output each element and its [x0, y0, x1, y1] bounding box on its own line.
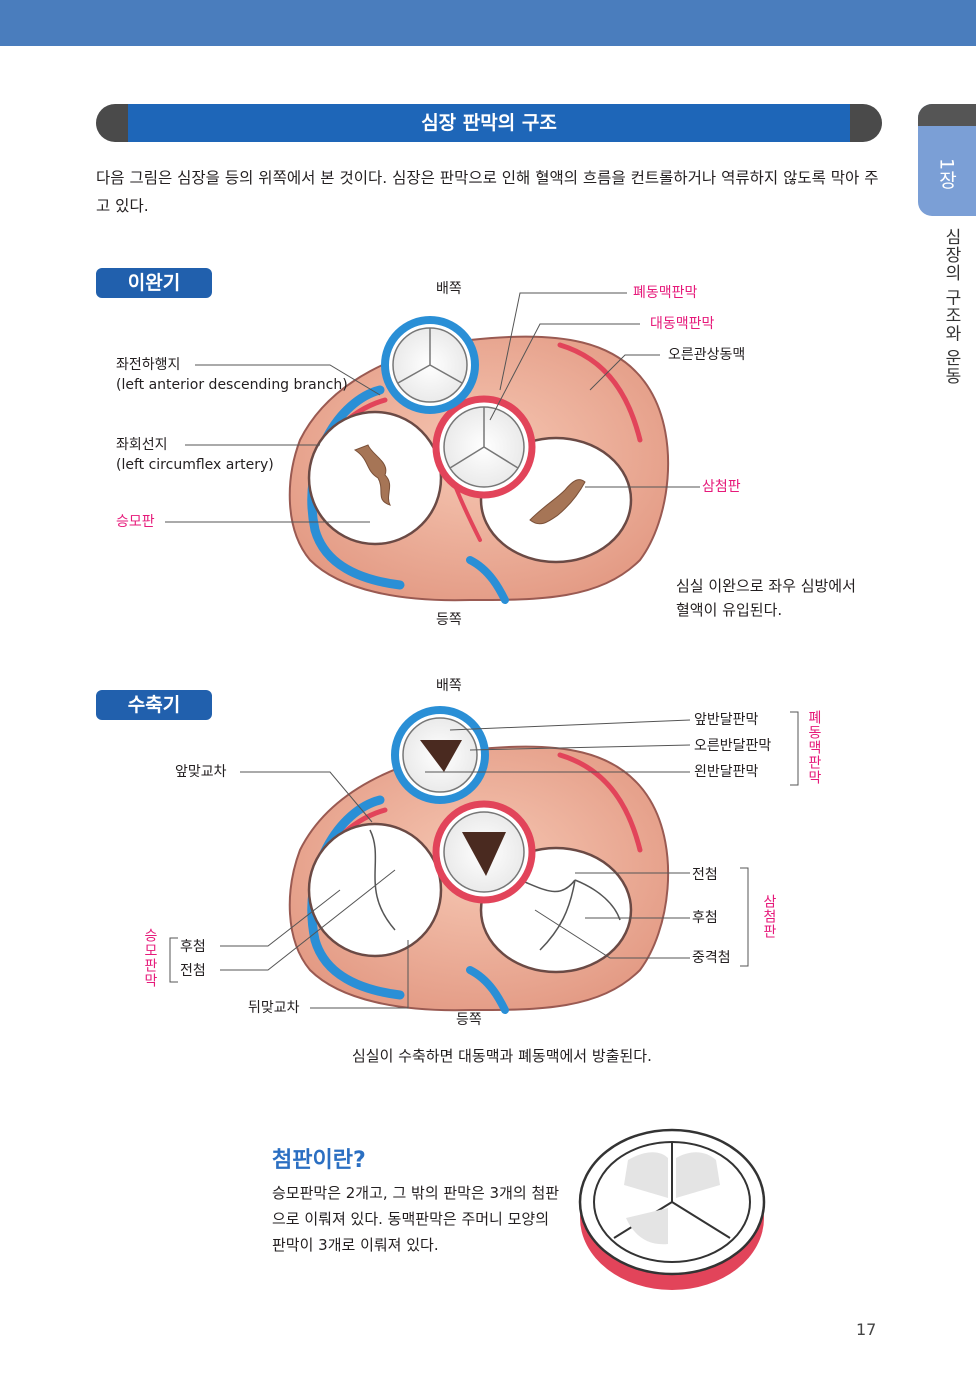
- diastole-leader-lines: [165, 292, 700, 523]
- tricuspid-anterior-cusp-label: 전첨: [692, 867, 718, 883]
- posterior-commissure-label: 뒤맞교차: [248, 1000, 300, 1016]
- mitral-label: 승모판: [116, 514, 155, 530]
- systole-caption: 심실이 수축하면 대동맥과 폐동맥에서 방출된다.: [352, 1047, 652, 1065]
- lad-label-ko: 좌전하행지: [116, 357, 181, 373]
- systole-front-label: 배쪽: [436, 678, 462, 694]
- mitral-posterior-cusp-label: 후첨: [180, 939, 206, 955]
- diastole-badge: 이완기: [96, 268, 212, 298]
- diastole-caption-line1: 심실 이완으로 좌우 심방에서: [676, 577, 856, 595]
- aortic-valve-label: 대동맥판막: [650, 316, 715, 332]
- right-coronary-label: 오른관상동맥: [668, 347, 746, 363]
- lad-label-en: (left anterior descending branch): [116, 377, 348, 393]
- cusp-body: 승모판막은 2개고, 그 밖의 판막은 3개의 첨판으로 이뤄져 있다. 동맥판…: [272, 1184, 560, 1254]
- section-title-bar: 심장 판막의 구조: [96, 104, 882, 142]
- pulmonary-valve-label: 폐동맥판막: [633, 285, 698, 301]
- chapter-title: 심장의 구조와 운동: [941, 228, 961, 385]
- intro-paragraph: 다음 그림은 심장을 등의 위쪽에서 본 것이다. 심장은 판막으로 인해 혈액…: [96, 169, 879, 215]
- anterior-commissure-label: 앞맞교차: [175, 764, 227, 780]
- chapter-number: 1장: [935, 158, 958, 190]
- right-semilunar-label: 오른반달판막: [694, 738, 772, 754]
- chapter-tab-cap: [918, 104, 976, 126]
- systole-leader-lines: [169, 711, 799, 1009]
- lcx-label-en: (left circumflex artery): [116, 457, 274, 473]
- diastole-front-label: 배쪽: [436, 281, 462, 297]
- tricuspid-label: 삼첨판: [702, 479, 741, 495]
- pulmonary-group-label: 폐동맥판막: [806, 710, 822, 785]
- diastole-heart: [288, 316, 670, 604]
- diastole-caption-line2: 혈액이 유입된다.: [676, 601, 783, 619]
- systole-back-label: 등쪽: [456, 1012, 482, 1028]
- anterior-semilunar-label: 앞반달판막: [694, 712, 759, 728]
- septal-cusp-label: 중격첨: [692, 950, 731, 966]
- systole-heart: [288, 706, 670, 1014]
- section-title: 심장 판막의 구조: [128, 104, 850, 142]
- left-semilunar-label: 왼반달판막: [694, 764, 759, 780]
- chapter-tab[interactable]: 1장: [918, 104, 976, 216]
- systole-badge: 수축기: [96, 690, 212, 720]
- page-number: 17: [856, 1320, 877, 1339]
- lcx-label-ko: 좌회선지: [116, 437, 168, 453]
- diastole-back-label: 등쪽: [436, 612, 462, 628]
- cusp-title: 첨판이란?: [272, 1148, 366, 1173]
- tricuspid-posterior-cusp-label: 후첨: [692, 910, 718, 926]
- tricuspid-group-label: 삼첨판: [761, 894, 777, 939]
- mitral-group-label: 승모판막: [142, 928, 158, 988]
- tricuspid-valve-model: [578, 1128, 766, 1290]
- mitral-anterior-cusp-label: 전첨: [180, 963, 206, 979]
- top-color-bar: [0, 0, 976, 46]
